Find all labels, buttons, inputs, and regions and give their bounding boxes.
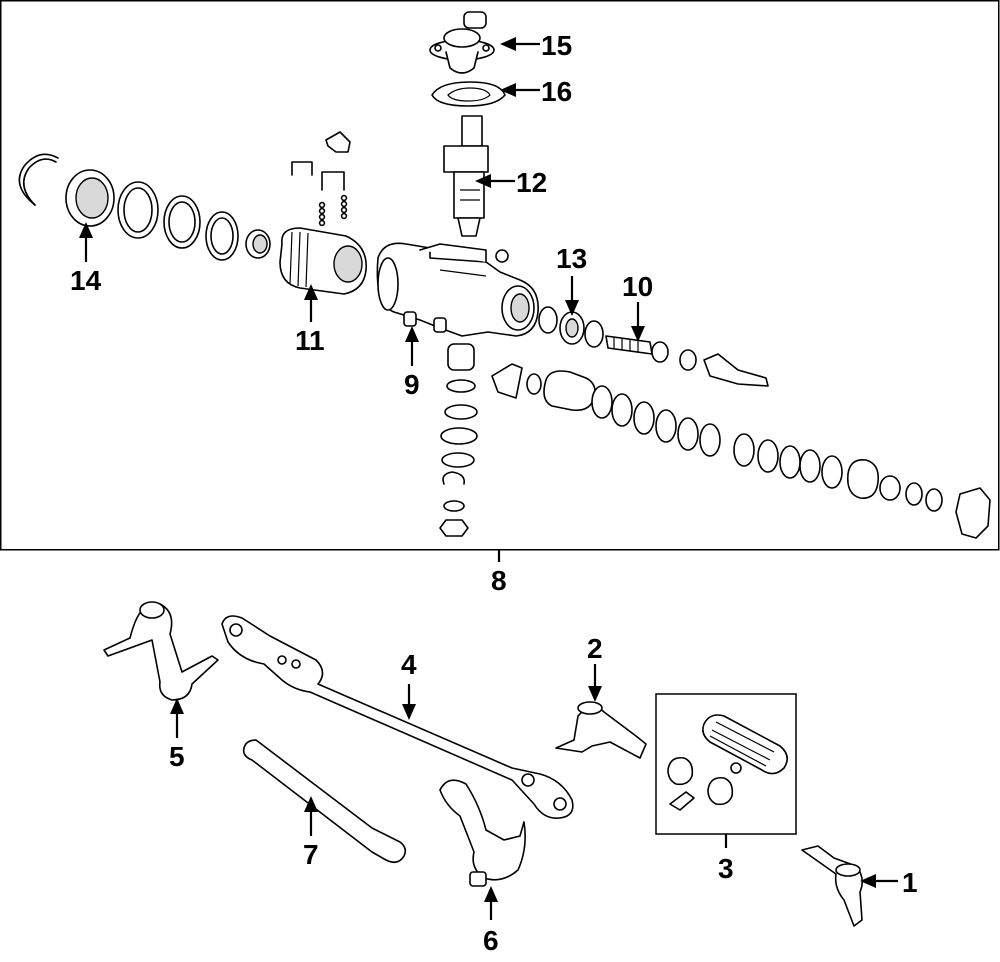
callout-3: 3 [718,853,734,884]
callout-11: 11 [295,325,325,356]
part-14-snap-ring-seals [18,153,271,261]
part-11-rack-piston [279,227,367,295]
part-7-tie-rod [242,739,407,864]
clips-and-balls [291,131,351,227]
leader-lines [79,37,898,920]
callout-5: 5 [169,741,185,772]
part-2-tie-rod-end [555,701,647,759]
callout-9: 9 [404,369,420,400]
part-16-gasket [431,81,506,107]
part-3-adjuster-sleeve-kit [667,714,788,811]
part-1-ball-joint [801,845,864,927]
part-10-worm-shaft [605,335,769,387]
part-15-cover [429,11,495,74]
callout-1: 1 [902,867,918,898]
part-4-center-link [221,615,574,820]
steering-gear-assembly-frame [0,0,1000,551]
callout-6: 6 [483,925,499,956]
callout-8: 8 [491,565,507,596]
callout-2: 2 [587,633,603,664]
callout-labels: 15 16 12 14 11 9 13 10 8 5 4 2 7 3 6 1 [70,30,918,956]
part-6-idler-arm [439,779,526,887]
part-5-pitman-arm-left [103,601,219,701]
callout-16: 16 [541,76,572,107]
callout-14: 14 [70,265,102,296]
callout-10: 10 [622,271,653,302]
callout-12: 12 [516,167,547,198]
callout-13: 13 [556,243,587,274]
callout-7: 7 [303,839,319,870]
part-9-gear-housing [376,242,539,337]
lower-bearing-stack [439,343,478,537]
callout-15: 15 [541,30,572,61]
valve-seal-stack [491,363,991,539]
part-12-sector-shaft [443,115,489,237]
part-13-bearing [538,306,604,348]
callout-4: 4 [401,649,417,680]
